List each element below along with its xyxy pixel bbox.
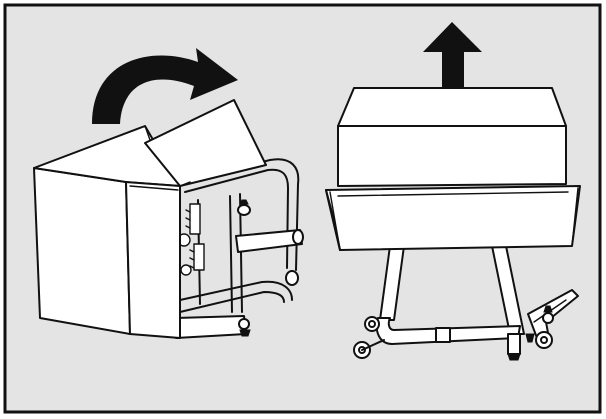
- cardboard-box-lifted: [337, 87, 567, 187]
- arrow-up-icon: [423, 22, 482, 98]
- box-tray: [325, 185, 581, 251]
- curved-arrow-clockwise-icon: [92, 48, 238, 124]
- tilt-box-step: [33, 48, 304, 339]
- lift-box-step: [325, 22, 581, 361]
- trolley-stand: [353, 245, 579, 361]
- cardboard-box-tilted: [33, 99, 267, 339]
- trolley-frame-tilted: [175, 158, 304, 339]
